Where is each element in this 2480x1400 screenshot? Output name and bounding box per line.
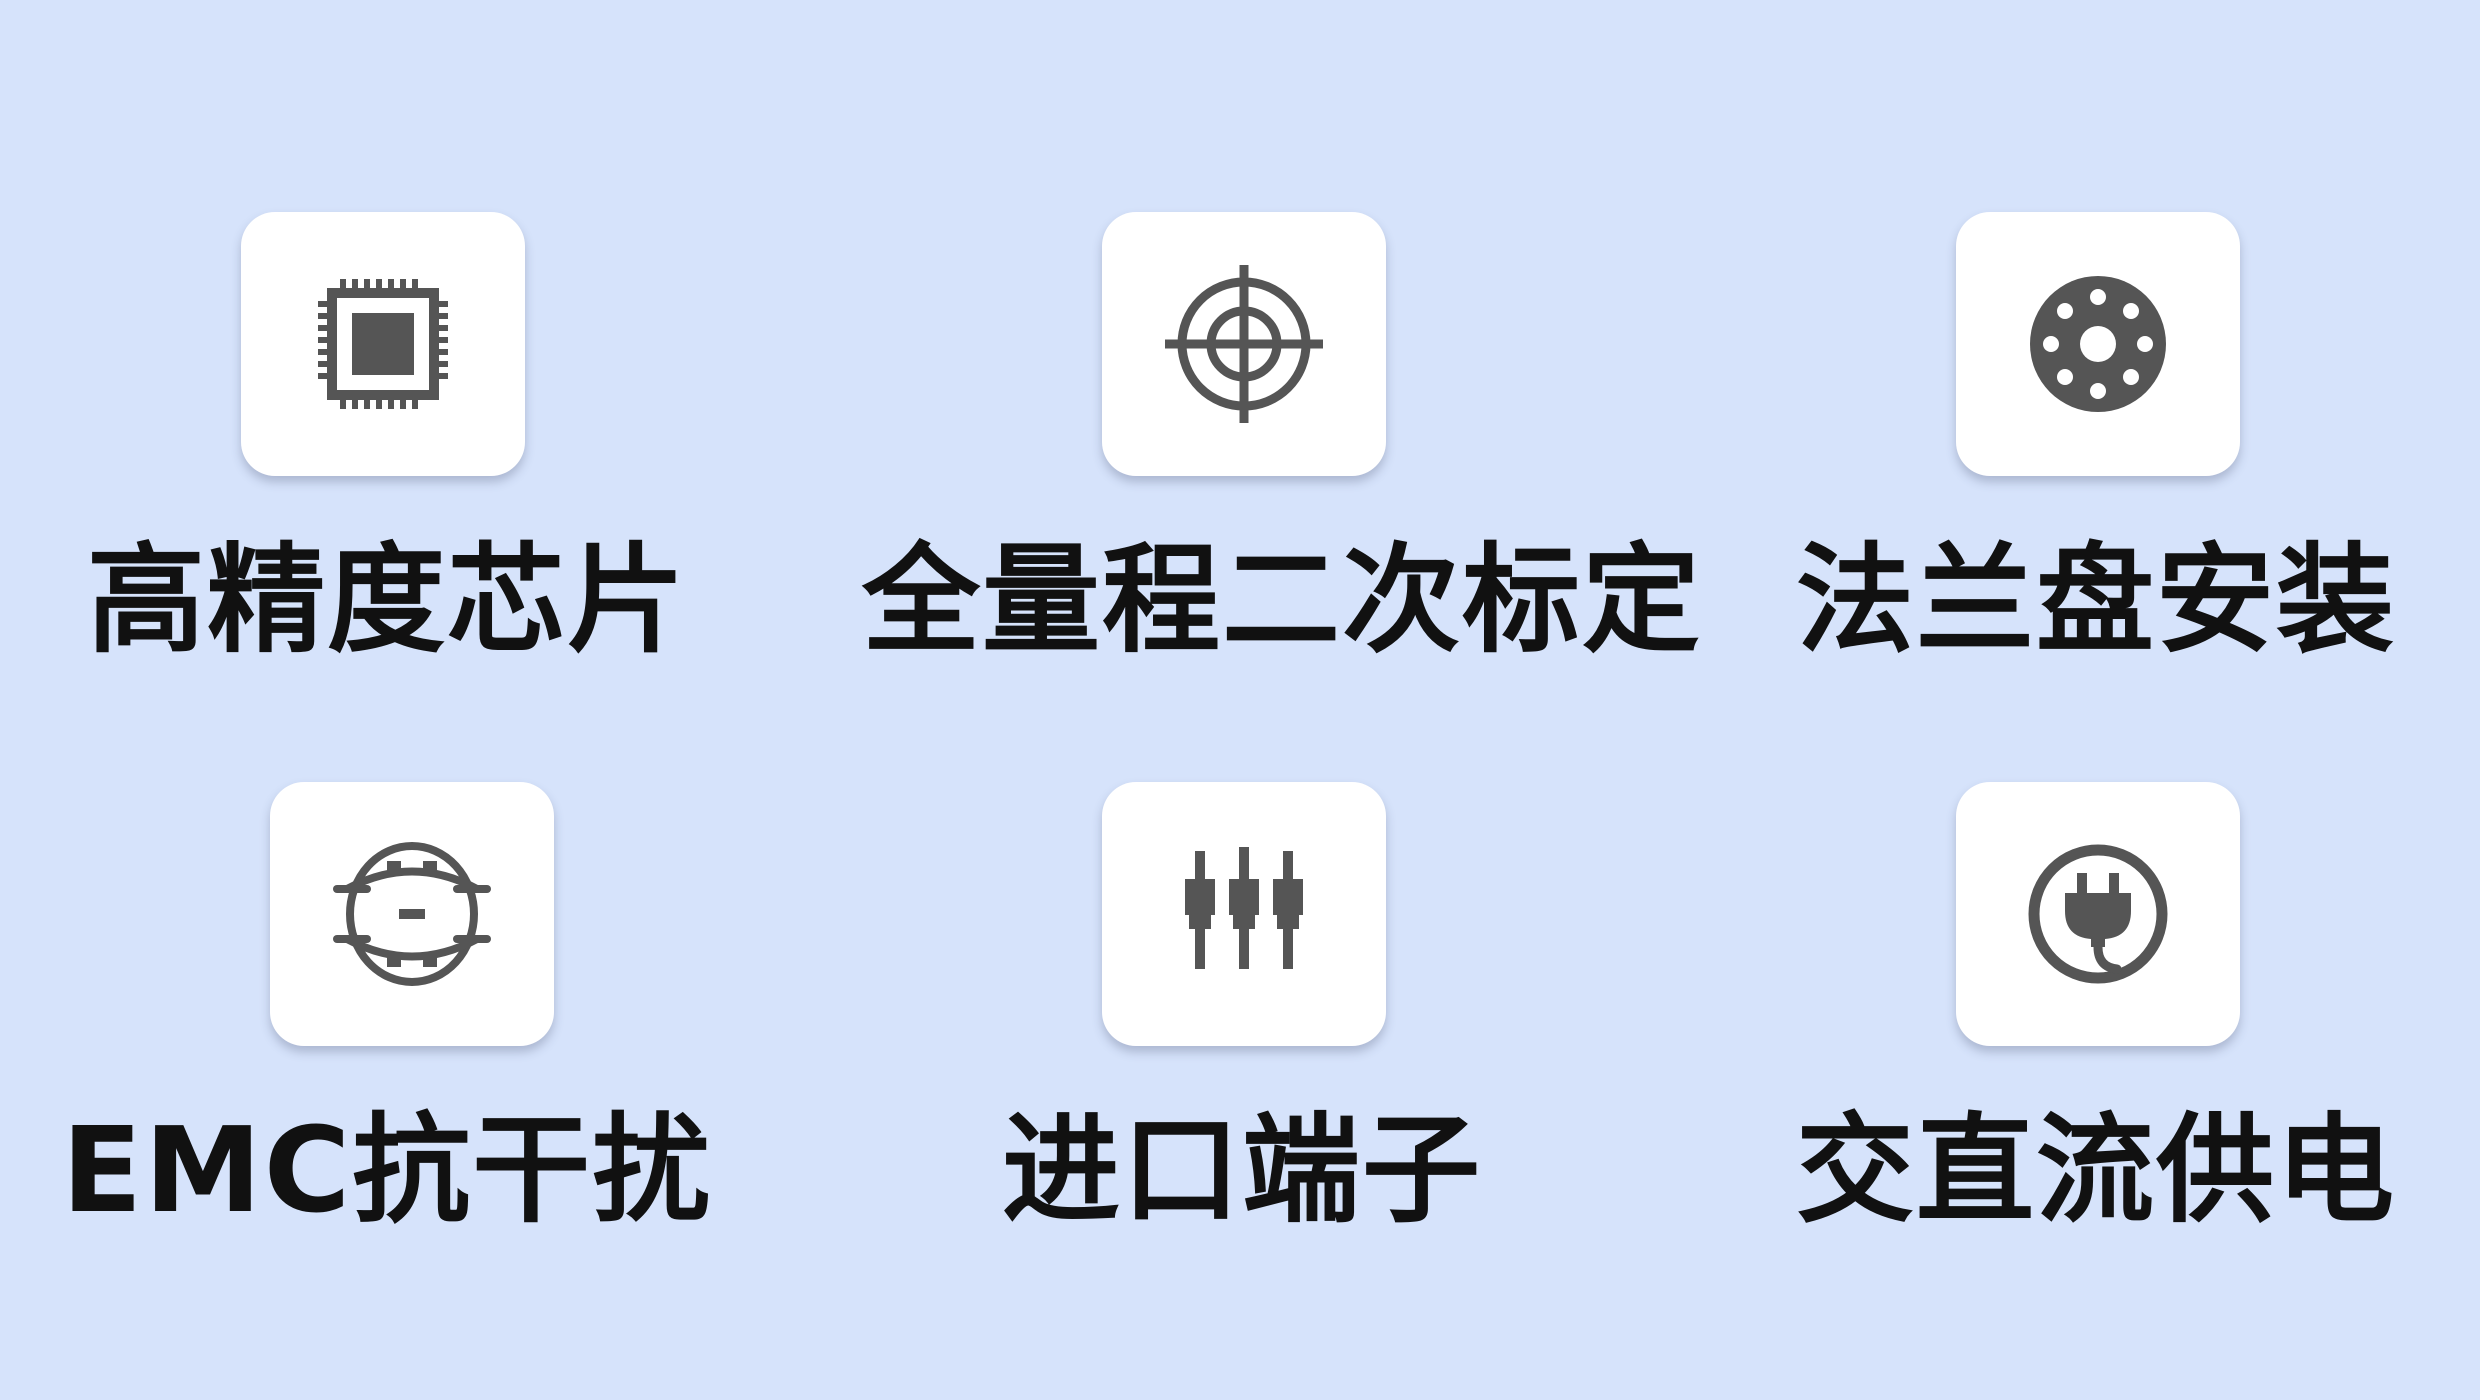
power-plug-icon bbox=[2028, 844, 2168, 984]
flange-icon bbox=[2030, 276, 2166, 412]
feature-label: 交直流供电 bbox=[1795, 1101, 2396, 1239]
feature-full-range-calibration: 全量程二次标定 bbox=[862, 190, 1703, 750]
feature-label: 高精度芯片 bbox=[86, 531, 687, 669]
crosshair-icon bbox=[1165, 265, 1323, 423]
feature-label: EMC抗干扰 bbox=[61, 1101, 713, 1239]
icon-tile bbox=[1956, 212, 2240, 476]
feature-high-precision-chip: 高精度芯片 bbox=[7, 190, 767, 750]
icon-tile bbox=[1102, 212, 1386, 476]
icon-tile bbox=[270, 782, 554, 1046]
feature-label: 进口端子 bbox=[1001, 1101, 1482, 1239]
feature-imported-terminals: 进口端子 bbox=[862, 760, 1622, 1320]
chip-icon bbox=[318, 279, 448, 409]
feature-emc-anti-interference: EMC抗干扰 bbox=[7, 760, 767, 1320]
feature-flange-mount: 法兰盘安装 bbox=[1716, 190, 2476, 750]
feature-label: 全量程二次标定 bbox=[862, 531, 1703, 669]
icon-tile bbox=[1102, 782, 1386, 1046]
feature-label: 法兰盘安装 bbox=[1795, 531, 2396, 669]
icon-tile bbox=[241, 212, 525, 476]
terminal-icon bbox=[1185, 847, 1303, 969]
emc-shield-icon bbox=[333, 842, 491, 986]
feature-ac-dc-power: 交直流供电 bbox=[1716, 760, 2476, 1320]
icon-tile bbox=[1956, 782, 2240, 1046]
